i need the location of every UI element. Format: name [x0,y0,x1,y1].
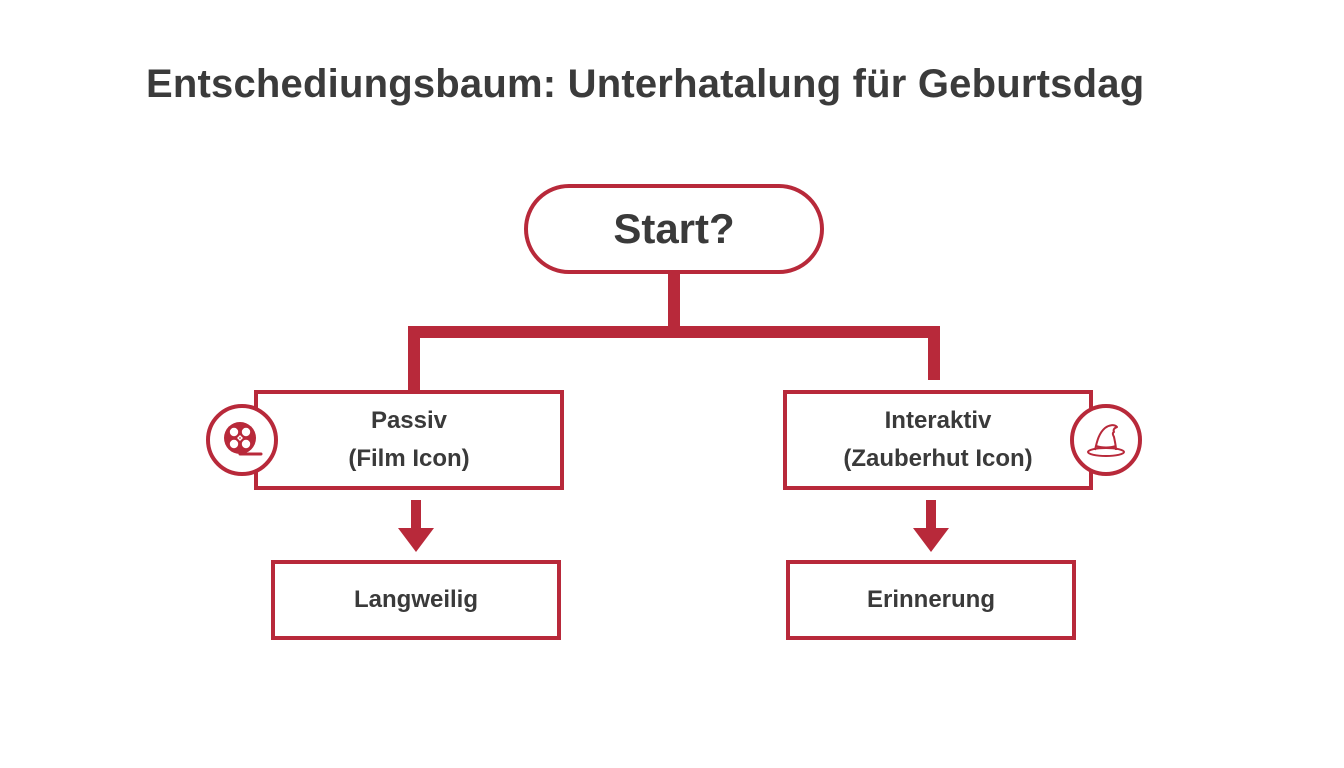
passiv-node-label: Passiv [370,407,448,434]
langweilig-node-label: Langweilig [353,586,478,613]
wizard-hat-icon [1087,424,1125,457]
interaktiv-node-label: Interaktiv [884,407,992,434]
page-title: Entschediungsbaum: Unterhatalung für Geb… [146,62,1145,106]
arrow-down-icon [398,500,434,552]
film-icon-badge [206,404,278,476]
interaktiv-node-sublabel: (Zauberhut Icon) [843,445,1033,472]
connector-left-drop [408,326,420,392]
connector-right-drop [928,326,940,380]
arrow-down-icon [913,500,949,552]
connector-horizontal-bar [408,326,940,338]
passiv-node: Passiv (Film Icon) [254,390,564,490]
passiv-node-sublabel: (Film Icon) [348,445,470,472]
start-node: Start? [524,184,824,274]
film-reel-icon [224,422,263,456]
hat-icon-badge [1070,404,1142,476]
erinnerung-node: Erinnerung [786,560,1076,640]
interaktiv-node: Interaktiv (Zauberhut Icon) [783,390,1093,490]
erinnerung-node-label: Erinnerung [866,586,995,613]
connector-root-stem [668,272,680,328]
start-node-label: Start? [613,205,735,252]
langweilig-node: Langweilig [271,560,561,640]
